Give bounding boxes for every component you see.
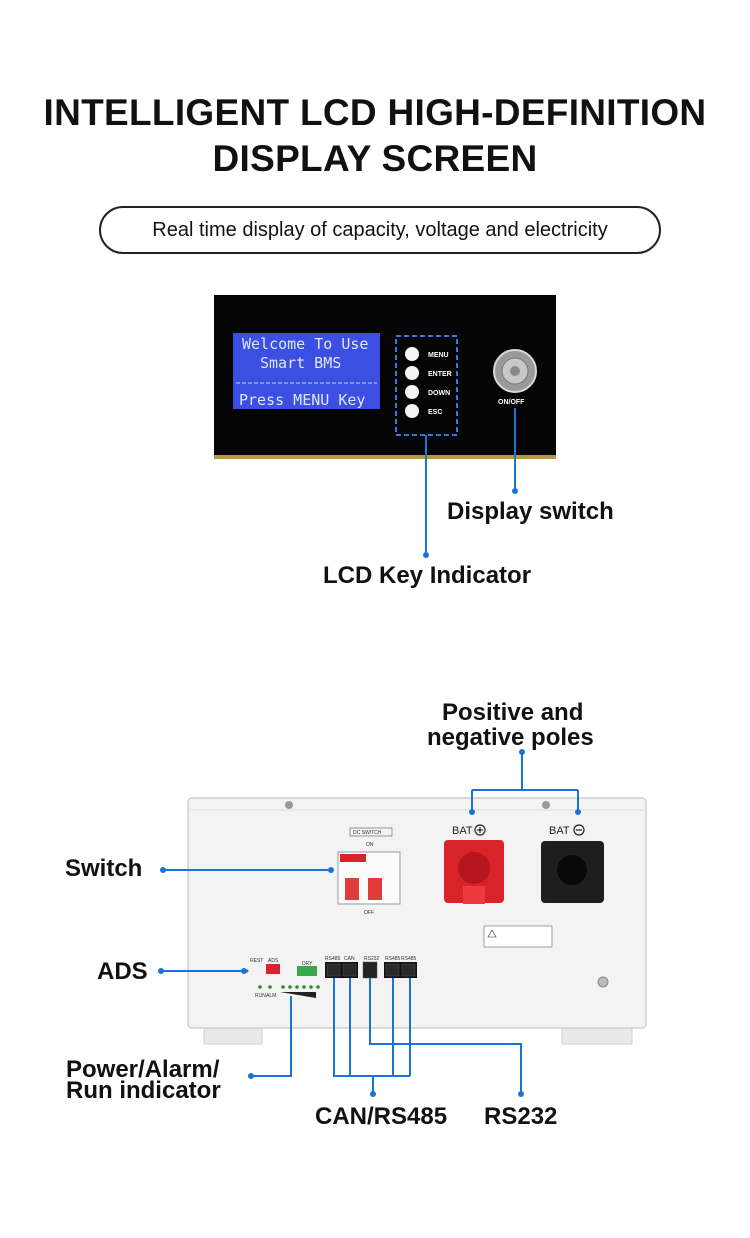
svg-text:RS485: RS485 bbox=[385, 956, 401, 962]
svg-text:CAN: CAN bbox=[344, 956, 355, 962]
lcd-panel-figure: Welcome To Use Smart BMS Press MENU Key … bbox=[214, 295, 556, 558]
svg-text:RUN: RUN bbox=[255, 993, 266, 999]
lcd-line-3: Press MENU Key bbox=[239, 391, 365, 409]
ads-dip-switch[interactable] bbox=[266, 964, 280, 974]
svg-text:ALM: ALM bbox=[266, 993, 276, 999]
rs232-label: RS232 bbox=[484, 1103, 558, 1130]
svg-text:RS232: RS232 bbox=[364, 956, 380, 962]
svg-text:RS485: RS485 bbox=[401, 956, 417, 962]
svg-text:REST: REST bbox=[250, 958, 263, 964]
poles-label-line1: Positive and bbox=[442, 699, 584, 726]
svg-text:DC SWITCH: DC SWITCH bbox=[353, 830, 382, 836]
power-label: ON/OFF bbox=[498, 399, 525, 406]
poles-label-line2: negative poles bbox=[427, 724, 594, 751]
lcd-screen bbox=[233, 333, 380, 409]
ads-label: ADS bbox=[97, 958, 148, 985]
down-key[interactable] bbox=[405, 385, 419, 399]
indicator-label-line2: Run indicator bbox=[66, 1077, 221, 1104]
dc-switch[interactable] bbox=[337, 851, 401, 905]
battery-case bbox=[187, 797, 647, 1029]
down-key-label: DOWN bbox=[428, 390, 450, 397]
svg-text:DRY: DRY bbox=[302, 961, 313, 967]
page-title-line1: INTELLIGENT LCD HIGH-DEFINITION bbox=[43, 92, 707, 133]
svg-text:OFF: OFF bbox=[364, 910, 374, 916]
switch-label: Switch bbox=[65, 855, 143, 882]
can-rs485-label: CAN/RS485 bbox=[315, 1103, 448, 1130]
menu-key-label: MENU bbox=[428, 352, 449, 359]
esc-key[interactable] bbox=[405, 404, 419, 418]
negative-terminal[interactable] bbox=[541, 841, 604, 903]
enter-key[interactable] bbox=[405, 366, 419, 380]
svg-text:ON: ON bbox=[366, 842, 374, 848]
page-title-line2: DISPLAY SCREEN bbox=[212, 138, 538, 179]
lcd-key-indicator-label: LCD Key Indicator bbox=[323, 562, 532, 589]
positive-terminal[interactable] bbox=[444, 840, 504, 903]
lcd-line-2: Smart BMS bbox=[260, 354, 341, 372]
svg-text:RS485: RS485 bbox=[325, 956, 341, 962]
enter-key-label: ENTER bbox=[428, 371, 452, 378]
svg-text:BAT: BAT bbox=[452, 825, 473, 837]
svg-text:ADS: ADS bbox=[268, 958, 279, 964]
esc-key-label: ESC bbox=[428, 409, 442, 416]
svg-text:BAT: BAT bbox=[549, 825, 570, 837]
display-switch-label: Display switch bbox=[447, 498, 614, 525]
menu-key[interactable] bbox=[405, 347, 419, 361]
lcd-line-1: Welcome To Use bbox=[242, 335, 368, 353]
indicator-label-line1: Power/Alarm/ bbox=[66, 1056, 220, 1083]
subtitle-pill: Real time display of capacity, voltage a… bbox=[99, 206, 661, 254]
dry-contact[interactable] bbox=[297, 966, 317, 976]
